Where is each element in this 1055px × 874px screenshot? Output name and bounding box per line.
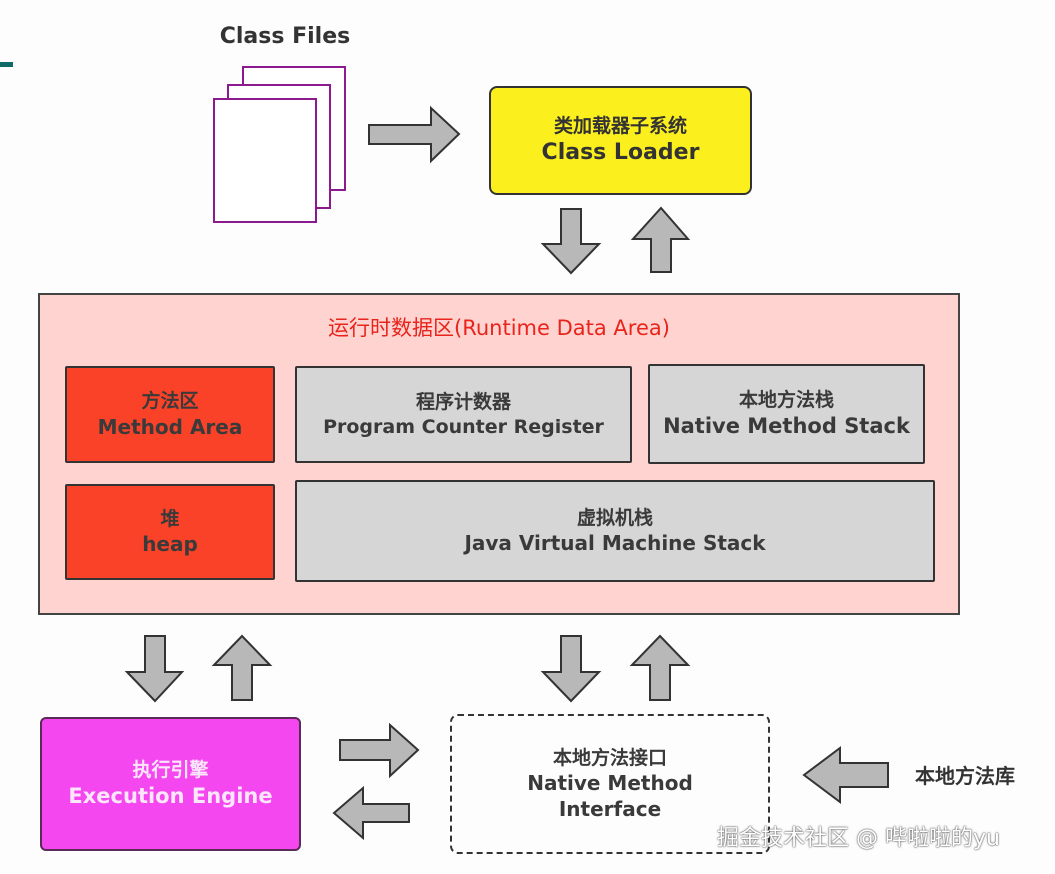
- arrow-down-icon: [540, 635, 602, 703]
- method-area-en: Method Area: [97, 414, 243, 439]
- runtime-data-area-title: 运行时数据区(Runtime Data Area): [328, 316, 670, 340]
- jvm-stack-en: Java Virtual Machine Stack: [464, 531, 766, 556]
- arrow-left-icon: [802, 746, 889, 804]
- native-method-library-label: 本地方法库: [915, 764, 1015, 788]
- native-interface-en-line1: Native Method: [527, 771, 693, 796]
- arrow-up-icon: [211, 634, 273, 701]
- native-method-interface-box[interactable]: 本地方法接口 Native Method Interface: [450, 714, 770, 854]
- jvm-stack-zh: 虚拟机栈: [576, 506, 653, 529]
- arrow-down-icon: [540, 208, 602, 275]
- native-method-stack-en: Native Method Stack: [663, 413, 910, 438]
- heap-zh: 堆: [160, 507, 180, 530]
- program-counter-zh: 程序计数器: [415, 390, 511, 413]
- class-loader-zh: 类加载器子系统: [553, 114, 687, 137]
- class-loader-box[interactable]: 类加载器子系统 Class Loader: [489, 86, 752, 195]
- program-counter-en: Program Counter Register: [323, 415, 604, 438]
- native-method-stack-box[interactable]: 本地方法栈 Native Method Stack: [648, 364, 925, 464]
- program-counter-box[interactable]: 程序计数器 Program Counter Register: [295, 366, 632, 463]
- arrow-left-icon: [332, 785, 410, 841]
- native-interface-zh: 本地方法接口: [552, 746, 667, 769]
- execution-engine-en: Execution Engine: [68, 783, 273, 808]
- slide-accent-mark: [0, 62, 13, 67]
- method-area-box[interactable]: 方法区 Method Area: [65, 366, 275, 463]
- heap-box[interactable]: 堆 heap: [65, 484, 275, 580]
- arrow-right-icon: [339, 722, 420, 779]
- heap-en: heap: [142, 532, 198, 557]
- method-area-zh: 方法区: [141, 390, 199, 413]
- class-file-page-front: [213, 98, 317, 223]
- native-method-stack-zh: 本地方法栈: [738, 389, 834, 411]
- execution-engine-zh: 执行引擎: [132, 759, 209, 781]
- arrow-up-icon: [629, 634, 691, 701]
- execution-engine-box[interactable]: 执行引擎 Execution Engine: [40, 717, 301, 851]
- jvm-stack-box[interactable]: 虚拟机栈 Java Virtual Machine Stack: [295, 480, 935, 582]
- native-interface-en-line2: Interface: [558, 797, 662, 822]
- class-files-label: Class Files: [219, 24, 351, 49]
- class-loader-en: Class Loader: [541, 139, 700, 165]
- arrow-down-icon: [124, 635, 185, 703]
- arrow-right-icon: [368, 105, 461, 164]
- watermark: 掘金技术社区 @ 哔啦啦的yu: [717, 826, 1000, 851]
- arrow-up-icon: [630, 206, 691, 273]
